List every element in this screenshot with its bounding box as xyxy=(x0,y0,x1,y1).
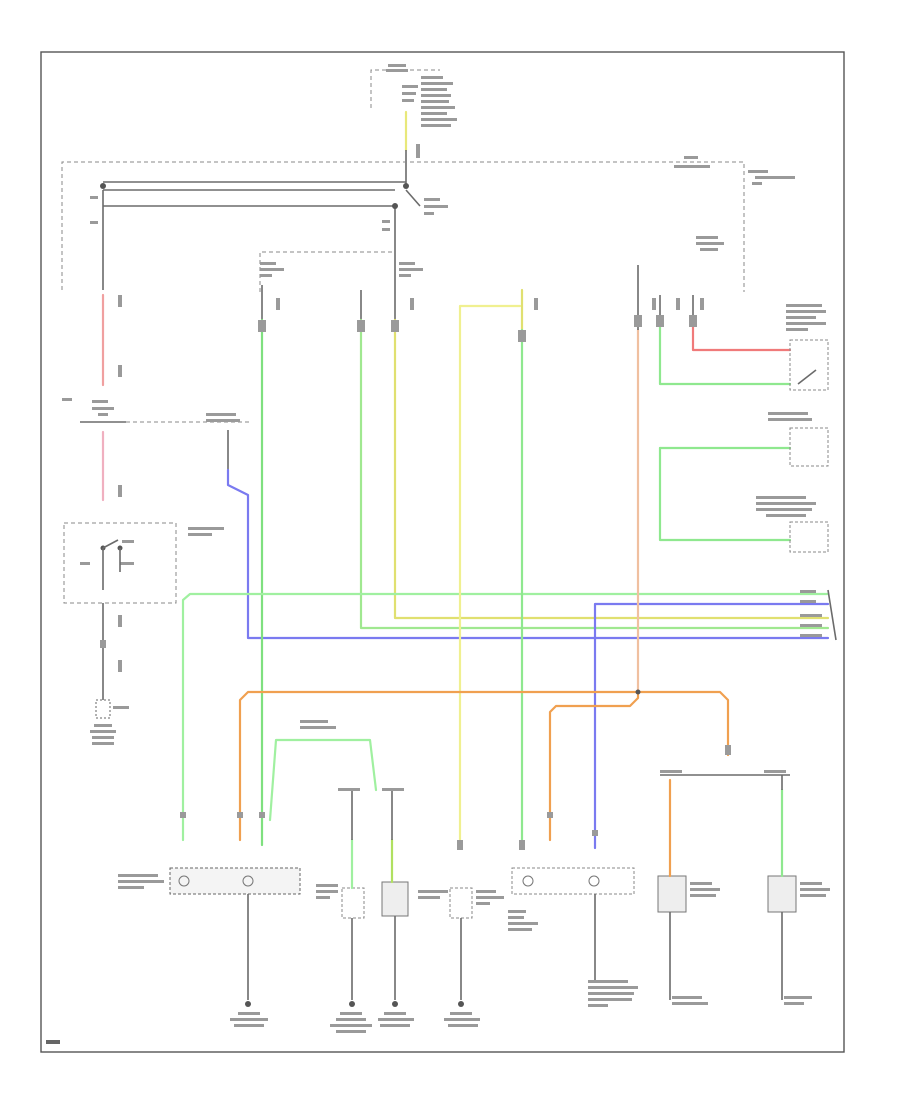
light-control-switch xyxy=(63,522,224,604)
lamp-icon xyxy=(767,875,830,913)
wire-blue-right xyxy=(593,602,830,850)
lamp-icon xyxy=(316,884,365,919)
wire-green-2 xyxy=(359,318,830,630)
lamp-icon xyxy=(657,875,720,913)
switch-icon xyxy=(756,496,829,553)
wire-green-right-3 xyxy=(658,446,792,542)
wire-green-bus-upper xyxy=(181,592,830,842)
lamp-ground-wires xyxy=(230,894,812,1033)
lamp-icon xyxy=(381,881,448,917)
wire-orange-bus xyxy=(238,690,730,842)
wire-blue-left xyxy=(226,468,830,640)
lamp-icon xyxy=(508,867,635,931)
top-dashed-bus xyxy=(61,161,745,292)
wire-red-right xyxy=(691,323,792,352)
top-fuse-block xyxy=(370,64,457,127)
left-joint-connector xyxy=(62,398,250,423)
ground-icon xyxy=(90,699,129,745)
diagram-frame xyxy=(40,51,845,1053)
lamp-icon xyxy=(118,867,301,895)
page-marker xyxy=(46,1040,60,1044)
switch-icon xyxy=(786,304,829,391)
connector-icon xyxy=(800,589,837,641)
wire-orange-2 xyxy=(548,690,640,842)
tail-relay xyxy=(90,181,448,232)
switch-icon xyxy=(768,412,829,467)
connector-ticks xyxy=(100,315,731,850)
wire-yellow-2 xyxy=(393,318,830,620)
wire-yellow-long xyxy=(458,304,522,842)
wire-green-right-1 xyxy=(658,323,792,386)
lamp-icon xyxy=(449,887,504,919)
